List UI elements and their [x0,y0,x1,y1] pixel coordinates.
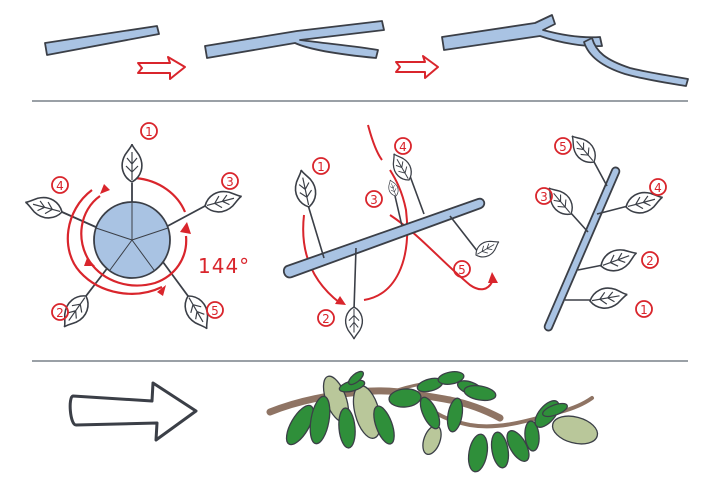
leaf-icon [596,242,641,277]
svg-text:5: 5 [458,263,466,277]
svg-text:5: 5 [559,140,567,154]
leaf-label-3: 3 [221,172,239,190]
spiral-arrowhead [335,296,346,305]
leaf-label-4: 4 [649,178,667,196]
leaf-label-3: 3 [535,187,553,205]
top-view-panel: 1 3 5 2 4 144° [21,122,250,335]
svg-text:5: 5 [211,304,219,318]
svg-text:3: 3 [540,190,548,204]
leaf-label-1: 1 [312,157,330,175]
svg-text:4: 4 [654,181,662,195]
spiral-arrowhead [157,285,166,296]
leaf-icon [121,143,143,183]
leaf-icon [201,185,246,217]
svg-text:3: 3 [370,193,378,207]
leaf-label-5: 5 [453,260,471,278]
side-view-panel: 1 2 3 4 5 [535,129,667,332]
spiral-arrowhead [84,258,95,266]
red-step-arrow-icon [395,55,439,79]
hollow-arrow-icon [68,381,198,442]
leaf-icon [587,283,630,312]
leaf-icon [385,178,401,198]
leaf-label-2: 2 [641,251,659,269]
branch-stage-1 [44,25,160,56]
branch-stage-3 [441,14,603,51]
leaf-icon [471,235,504,262]
growth-sequence [44,14,689,87]
branch-stage-2 [204,20,385,59]
divergence-angle: 144° [198,254,250,278]
leaf-icon [21,191,66,223]
perspective-panel: 1 2 3 4 5 [282,124,504,340]
leaf-label-1: 1 [140,122,158,140]
svg-text:1: 1 [317,160,325,174]
svg-text:4: 4 [56,179,64,193]
spiral-arrowhead [488,272,498,283]
svg-text:1: 1 [145,125,153,139]
leaf-label-5: 5 [554,137,572,155]
svg-text:2: 2 [56,306,64,320]
leaf-icon [178,290,217,335]
spiral-arrowhead [100,184,110,194]
leaf-label-3: 3 [365,190,383,208]
spiral-arrowhead [180,222,191,234]
leaf-label-5: 5 [206,301,224,319]
leaf-icon [290,166,320,210]
leaf-label-2: 2 [51,303,69,321]
svg-text:2: 2 [646,254,654,268]
svg-text:3: 3 [226,175,234,189]
branch-stage-3-shoot [583,37,689,87]
leaf-label-4: 4 [51,176,69,194]
svg-text:1: 1 [640,303,648,317]
red-step-arrow-icon [137,56,186,80]
leaf-label-2: 2 [317,309,335,327]
leaf-label-4: 4 [394,137,412,155]
svg-text:4: 4 [399,140,407,154]
svg-text:2: 2 [322,312,330,326]
leaf-label-1: 1 [635,300,653,318]
twig-illustration [266,370,599,473]
stem [543,166,621,332]
stem [282,197,486,279]
leaf-icon [344,306,364,340]
